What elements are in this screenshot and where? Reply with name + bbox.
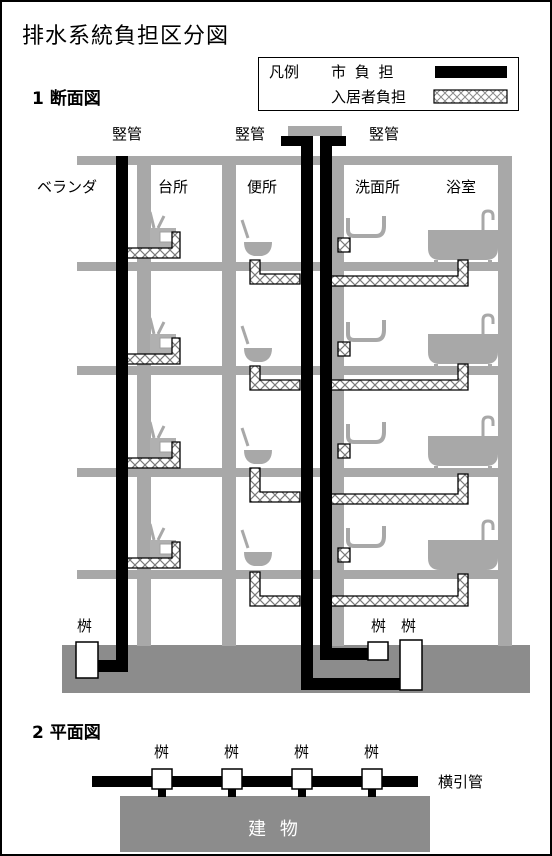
figure-title: 排水系統負担区分図 (22, 24, 230, 49)
label-kitchen: 台所 (158, 178, 189, 196)
section-title-cross-section: 1 断面図 (32, 89, 101, 109)
legend-title: 凡例 (269, 63, 300, 81)
section-title-plan: 2 平面図 (32, 723, 101, 743)
label-building: 建 物 (248, 819, 302, 840)
legend-city-swatch (435, 66, 507, 78)
label-washroom: 洗面所 (355, 178, 401, 196)
plan-pit-2: 桝 (224, 743, 240, 761)
label-pit-left: 桝 (77, 617, 93, 635)
plan-pit-4: 桝 (364, 743, 380, 761)
label-riser-left: 竪管 (112, 125, 143, 143)
label-lateral-pipe: 横引管 (438, 773, 484, 791)
label-riser-right: 竪管 (369, 125, 400, 143)
label-pit-right-2: 桝 (401, 617, 417, 635)
label-pit-right-1: 桝 (371, 617, 387, 635)
label-bathroom: 浴室 (446, 178, 477, 196)
plan-pit-1: 桝 (154, 743, 170, 761)
plan-pit-3: 桝 (294, 743, 310, 761)
label-toilet: 便所 (247, 178, 278, 196)
legend-resident-label: 入居者負担 (331, 88, 407, 106)
legend-resident-swatch (433, 89, 508, 104)
label-riser-center: 竪管 (235, 125, 266, 143)
legend-city-label: 市 負 担 (331, 63, 396, 81)
legend: 凡例 市 負 担 入居者負担 (258, 57, 519, 111)
label-veranda: ベランダ (37, 178, 98, 196)
